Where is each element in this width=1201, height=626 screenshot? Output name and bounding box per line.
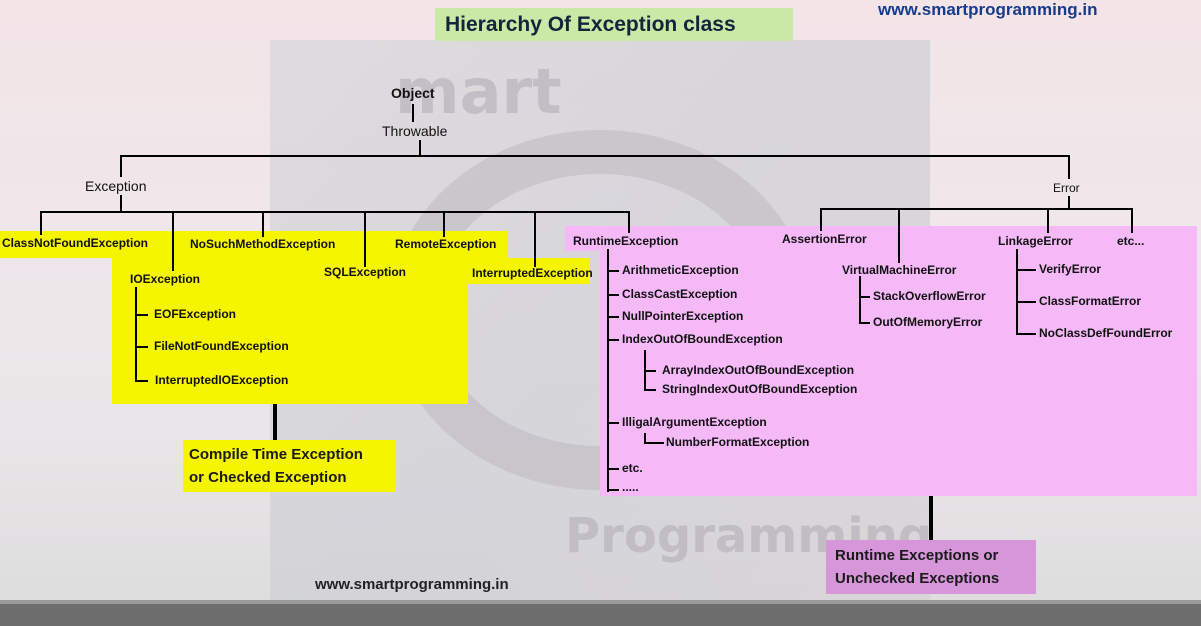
connector-linkage bbox=[1047, 208, 1049, 233]
connector-filenotfound bbox=[135, 346, 148, 348]
node-exception: Exception bbox=[85, 178, 147, 194]
node-indexoutofbound: IndexOutOfBoundException bbox=[622, 332, 783, 346]
node-nullpointer: NullPointerException bbox=[622, 309, 744, 323]
connector-io-spine bbox=[135, 287, 137, 381]
node-remote: RemoteException bbox=[395, 237, 497, 251]
checked-callout-line2: or Checked Exception bbox=[189, 469, 347, 486]
connector-to-error bbox=[1068, 155, 1070, 179]
node-runtimeexception: RuntimeException bbox=[573, 234, 679, 248]
unchecked-highlight-top bbox=[565, 226, 1197, 251]
node-numberformat: NumberFormatException bbox=[666, 435, 810, 449]
checked-highlight-main bbox=[112, 258, 468, 404]
unchecked-callout-line2: Unchecked Exceptions bbox=[835, 570, 1000, 587]
page-title: Hierarchy Of Exception class bbox=[445, 13, 736, 36]
connector-throwable-down bbox=[419, 140, 421, 156]
connector-assertion bbox=[820, 208, 822, 231]
connector-virtualmachine bbox=[898, 208, 900, 263]
connector-noclassdef bbox=[1016, 333, 1036, 335]
node-interruptedio: InterruptedIOException bbox=[155, 373, 289, 387]
connector-outofmemory bbox=[859, 322, 870, 324]
connector-arithmetic bbox=[607, 270, 619, 272]
node-classnotfound: ClassNotFoundException bbox=[2, 236, 149, 250]
unchecked-callout bbox=[826, 540, 1036, 594]
unchecked-callout-line1: Runtime Exceptions or bbox=[835, 547, 999, 564]
connector-classnotfound bbox=[40, 211, 42, 235]
connector-nullpointer bbox=[607, 316, 619, 318]
connector-illegal-down bbox=[644, 433, 646, 444]
connector-throwable-bar bbox=[120, 155, 1070, 157]
node-ioexception: IOException bbox=[130, 272, 201, 286]
node-linkageerror: LinkageError bbox=[998, 234, 1073, 248]
node-runtime-dots: ..... bbox=[622, 480, 639, 494]
node-virtualmachineerror: VirtualMachineError bbox=[842, 263, 957, 277]
node-nosuchmethod: NoSuchMethodException bbox=[190, 237, 336, 251]
node-arithmetic: ArithmeticException bbox=[622, 263, 739, 277]
connector-nosuchmethod bbox=[262, 211, 264, 237]
connector-stackoverflow bbox=[859, 296, 870, 298]
connector-dots bbox=[607, 489, 619, 491]
node-noclassdeffound: NoClassDefFoundError bbox=[1039, 326, 1173, 340]
connector-interrupted bbox=[534, 211, 536, 267]
node-runtime-etc: etc. bbox=[622, 461, 643, 475]
node-verifyerror: VerifyError bbox=[1039, 262, 1102, 276]
connector-interruptedio bbox=[135, 380, 148, 382]
video-progress-bar[interactable] bbox=[0, 600, 1201, 626]
node-sqlexception: SQLException bbox=[324, 265, 407, 279]
connector-classformat bbox=[1016, 301, 1036, 303]
connector-illegal bbox=[607, 422, 619, 424]
node-classcast: ClassCastException bbox=[622, 287, 738, 301]
site-link-top[interactable]: www.smartprogramming.in bbox=[878, 0, 1098, 19]
node-assertionerror: AssertionError bbox=[782, 232, 867, 246]
node-arrayindex: ArrayIndexOutOfBoundException bbox=[662, 363, 855, 377]
checked-callout-line1: Compile Time Exception bbox=[189, 446, 363, 463]
node-error: Error bbox=[1053, 181, 1080, 195]
node-filenotfound: FileNotFoundException bbox=[154, 339, 289, 353]
connector-linkage-spine bbox=[1016, 249, 1018, 335]
connector-error-down bbox=[1068, 196, 1070, 210]
connector-eof bbox=[135, 314, 148, 316]
watermark-text-top: mart bbox=[395, 55, 562, 128]
node-object: Object bbox=[391, 85, 435, 101]
connector-to-exception bbox=[120, 155, 122, 177]
connector-indexoutofbound bbox=[607, 339, 619, 341]
connector-remote bbox=[443, 211, 445, 237]
node-interrupted: InterruptedException bbox=[472, 266, 593, 280]
connector-unchecked-callout bbox=[929, 496, 933, 540]
title-highlight bbox=[435, 8, 793, 41]
connector-vm-spine bbox=[859, 276, 861, 324]
connector-object-throwable bbox=[412, 104, 414, 122]
unchecked-highlight-main bbox=[600, 251, 1197, 496]
node-classformaterror: ClassFormatError bbox=[1039, 294, 1142, 308]
connector-runtime-spine bbox=[607, 249, 609, 492]
node-outofmemory: OutOfMemoryError bbox=[873, 315, 983, 329]
connector-error-bar bbox=[820, 208, 1133, 210]
connector-exception-down bbox=[120, 195, 122, 213]
checked-highlight-left bbox=[0, 231, 127, 258]
connector-arrayindex bbox=[644, 370, 656, 372]
connector-stringindex bbox=[644, 389, 656, 391]
node-stackoverflow: StackOverflowError bbox=[873, 289, 986, 303]
node-eof: EOFException bbox=[154, 307, 237, 321]
connector-ioexception bbox=[172, 211, 174, 271]
node-illegalargument: IlligalArgumentException bbox=[622, 415, 767, 429]
connector-runtime bbox=[628, 211, 630, 233]
connector-classcast bbox=[607, 294, 619, 296]
connector-etc bbox=[607, 468, 619, 470]
connector-verify bbox=[1016, 269, 1036, 271]
connector-numberformat bbox=[644, 442, 664, 444]
node-stringindex: StringIndexOutOfBoundException bbox=[662, 382, 858, 396]
connector-etc-error bbox=[1131, 208, 1133, 233]
connector-sql bbox=[364, 211, 366, 267]
connector-exception-bar bbox=[40, 211, 630, 213]
site-link-bottom[interactable]: www.smartprogramming.in bbox=[315, 576, 509, 593]
node-throwable: Throwable bbox=[382, 123, 448, 139]
connector-checked-callout bbox=[273, 404, 277, 440]
checked-callout bbox=[183, 440, 396, 492]
node-error-etc: etc... bbox=[1117, 234, 1145, 248]
checked-highlight-right bbox=[468, 258, 590, 284]
